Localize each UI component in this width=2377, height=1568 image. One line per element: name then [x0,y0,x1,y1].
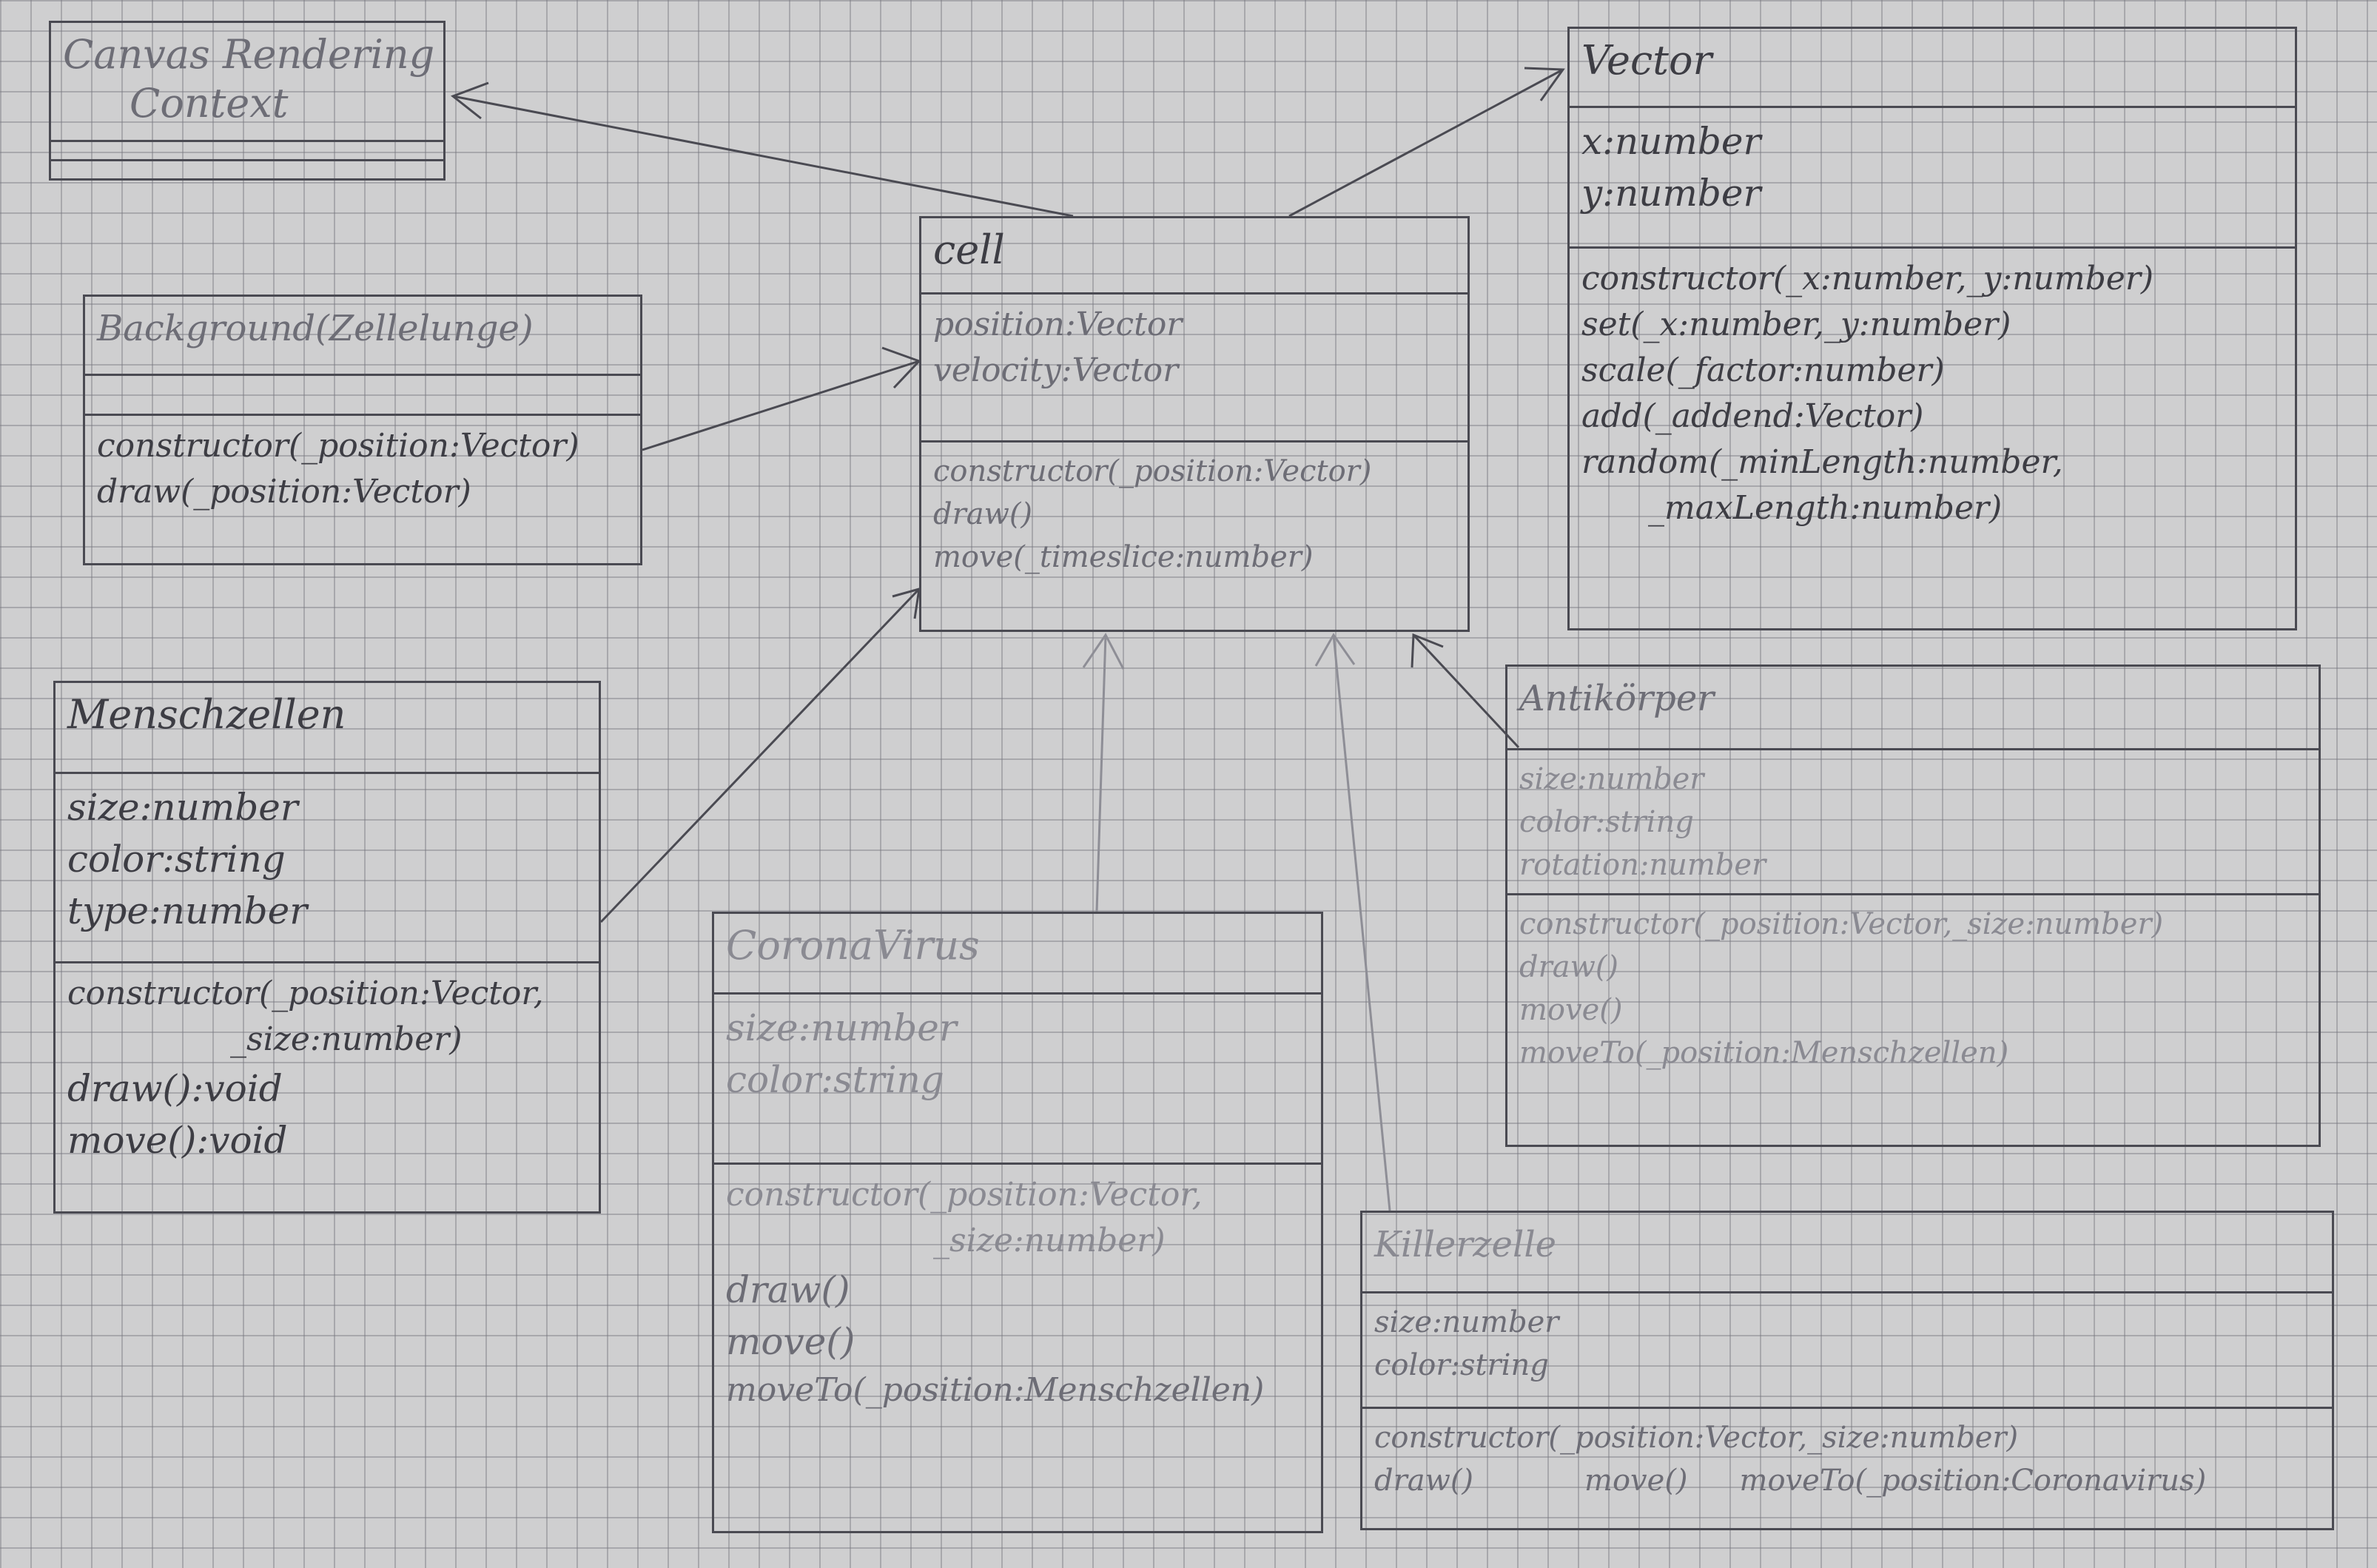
method: random(_minLength:number, [1581,443,2063,481]
class-background: Background(Zellelunge) constructor(_posi… [83,295,642,565]
method: set(_x:number,_y:number) [1581,306,2011,343]
method: move() [1519,993,1623,1027]
arrowhead-canvas [450,81,489,120]
method: move() [726,1320,855,1363]
class-antikoerper: Antikörper size:number color:string rota… [1505,664,2321,1147]
method: draw():void [67,1067,283,1110]
method: constructor(_position:Vector,_size:numbe… [1374,1421,2019,1455]
method: _size:number) [933,1222,1166,1259]
class-coronavirus: CoronaVirus size:number color:string con… [712,912,1323,1533]
method: move():void [67,1119,288,1162]
class-title-section: Killerzelle [1362,1213,2332,1291]
class-killerzelle: Killerzelle size:number color:string con… [1360,1211,2334,1530]
method: draw() [933,497,1033,531]
method: constructor(_x:number,_y:number) [1581,260,2154,297]
method: draw() [1374,1464,1474,1498]
attribute: x:number [1581,120,1761,163]
method: _maxLength:number) [1648,489,2003,527]
method: constructor(_position:Vector,_size:numbe… [1519,907,2164,941]
class-title-section: CoronaVirus [714,914,1321,992]
arrowhead-corona-cell [1082,633,1125,670]
class-canvas-rendering-context: Canvas Rendering Context [49,21,446,181]
class-menschzellen: Menschzellen size:number color:string ty… [53,681,601,1214]
edge-antikoerper-cell [1412,633,1520,749]
method: constructor(_position:Vector) [97,427,579,465]
attribute: size:number [67,786,298,829]
method: add(_addend:Vector) [1581,397,1924,435]
method: scale(_factor:number) [1581,351,1945,389]
method: constructor(_position:Vector, [67,975,544,1012]
method-row: draw() move() moveTo(_position:Coronavir… [1374,1459,2320,1502]
attributes-section: x:number y:number [1570,106,2295,246]
class-title-section: Menschzellen [56,683,599,772]
edge-cell-vector [1288,68,1564,218]
class-title-line2: Context [130,80,289,127]
attribute: color:string [67,838,286,881]
method: moveTo(_position:Menschzellen) [1519,1036,2009,1070]
attribute: size:number [1374,1305,1559,1339]
attribute: color:string [1519,805,1694,839]
edge-background-cell [642,360,920,451]
class-title-section: Antikörper [1507,667,2319,748]
method: _size:number) [230,1020,463,1058]
class-title: Menschzellen [67,691,346,738]
edge-corona-cell [1095,634,1107,912]
methods-section: constructor(_position:Vector, _size:numb… [714,1162,1321,1531]
methods-section [51,159,443,178]
attributes-section: size:number color:string [1362,1291,2332,1407]
class-title-line1: Canvas Rendering [63,31,435,78]
method: moveTo(_position:Menschzellen) [726,1371,1265,1409]
attributes-section: size:number color:string [714,992,1321,1162]
attributes-section [51,140,443,159]
attribute: type:number [67,889,308,932]
methods-section: constructor(_position:Vector) draw(_posi… [85,414,640,563]
class-title: Antikörper [1519,678,1715,719]
attributes-section [85,374,640,414]
arrowhead-anti-cell [1411,633,1444,668]
method: move() [1584,1464,1688,1498]
method: move(_timeslice:number) [933,540,1314,574]
attributes-section: size:number color:string rotation:number [1507,748,2319,893]
class-title-section: Background(Zellelunge) [85,297,640,374]
class-title: Vector [1581,37,1712,84]
attribute: color:string [726,1058,944,1101]
methods-section: constructor(_position:Vector,_size:numbe… [1507,893,2319,1145]
method: constructor(_position:Vector) [933,454,1372,488]
class-title: CoronaVirus [726,922,980,969]
attributes-section: position:Vector velocity:Vector [921,292,1467,440]
attribute: size:number [726,1006,957,1049]
attribute: y:number [1581,172,1761,215]
methods-section: constructor(_position:Vector,_size:numbe… [1362,1407,2332,1528]
class-vector: Vector x:number y:number constructor(_x:… [1567,27,2297,630]
attributes-section: size:number color:string type:number [56,772,599,961]
arrowhead-killer-cell [1314,633,1356,667]
class-title: Killerzelle [1374,1224,1557,1265]
attribute: color:string [1374,1348,1549,1382]
class-title: cell [933,226,1005,273]
edge-menschzellen-cell [599,588,921,923]
class-title-section: cell [921,218,1467,292]
edge-cell-canvas [452,95,1074,218]
methods-section: constructor(_position:Vector, _size:numb… [56,961,599,1211]
class-title-section: Vector [1570,29,2295,106]
arrowhead-vector [1524,67,1565,101]
method: draw() [1519,950,1619,984]
attribute: position:Vector [933,306,1183,343]
class-cell: cell position:Vector velocity:Vector con… [919,216,1470,632]
edge-killer-cell [1332,634,1391,1211]
method: draw(_position:Vector) [97,473,471,511]
attribute: size:number [1519,762,1704,796]
attribute: rotation:number [1519,848,1766,882]
class-title-section: Canvas Rendering Context [51,23,443,140]
methods-section: constructor(_x:number,_y:number) set(_x:… [1570,246,2295,628]
method: constructor(_position:Vector, [726,1176,1203,1214]
methods-section: constructor(_position:Vector) draw() mov… [921,440,1467,630]
class-title: Background(Zellelunge) [97,308,534,349]
method: draw() [726,1268,850,1311]
method: moveTo(_position:Coronavirus) [1739,1464,2207,1498]
attribute: velocity:Vector [933,351,1179,389]
